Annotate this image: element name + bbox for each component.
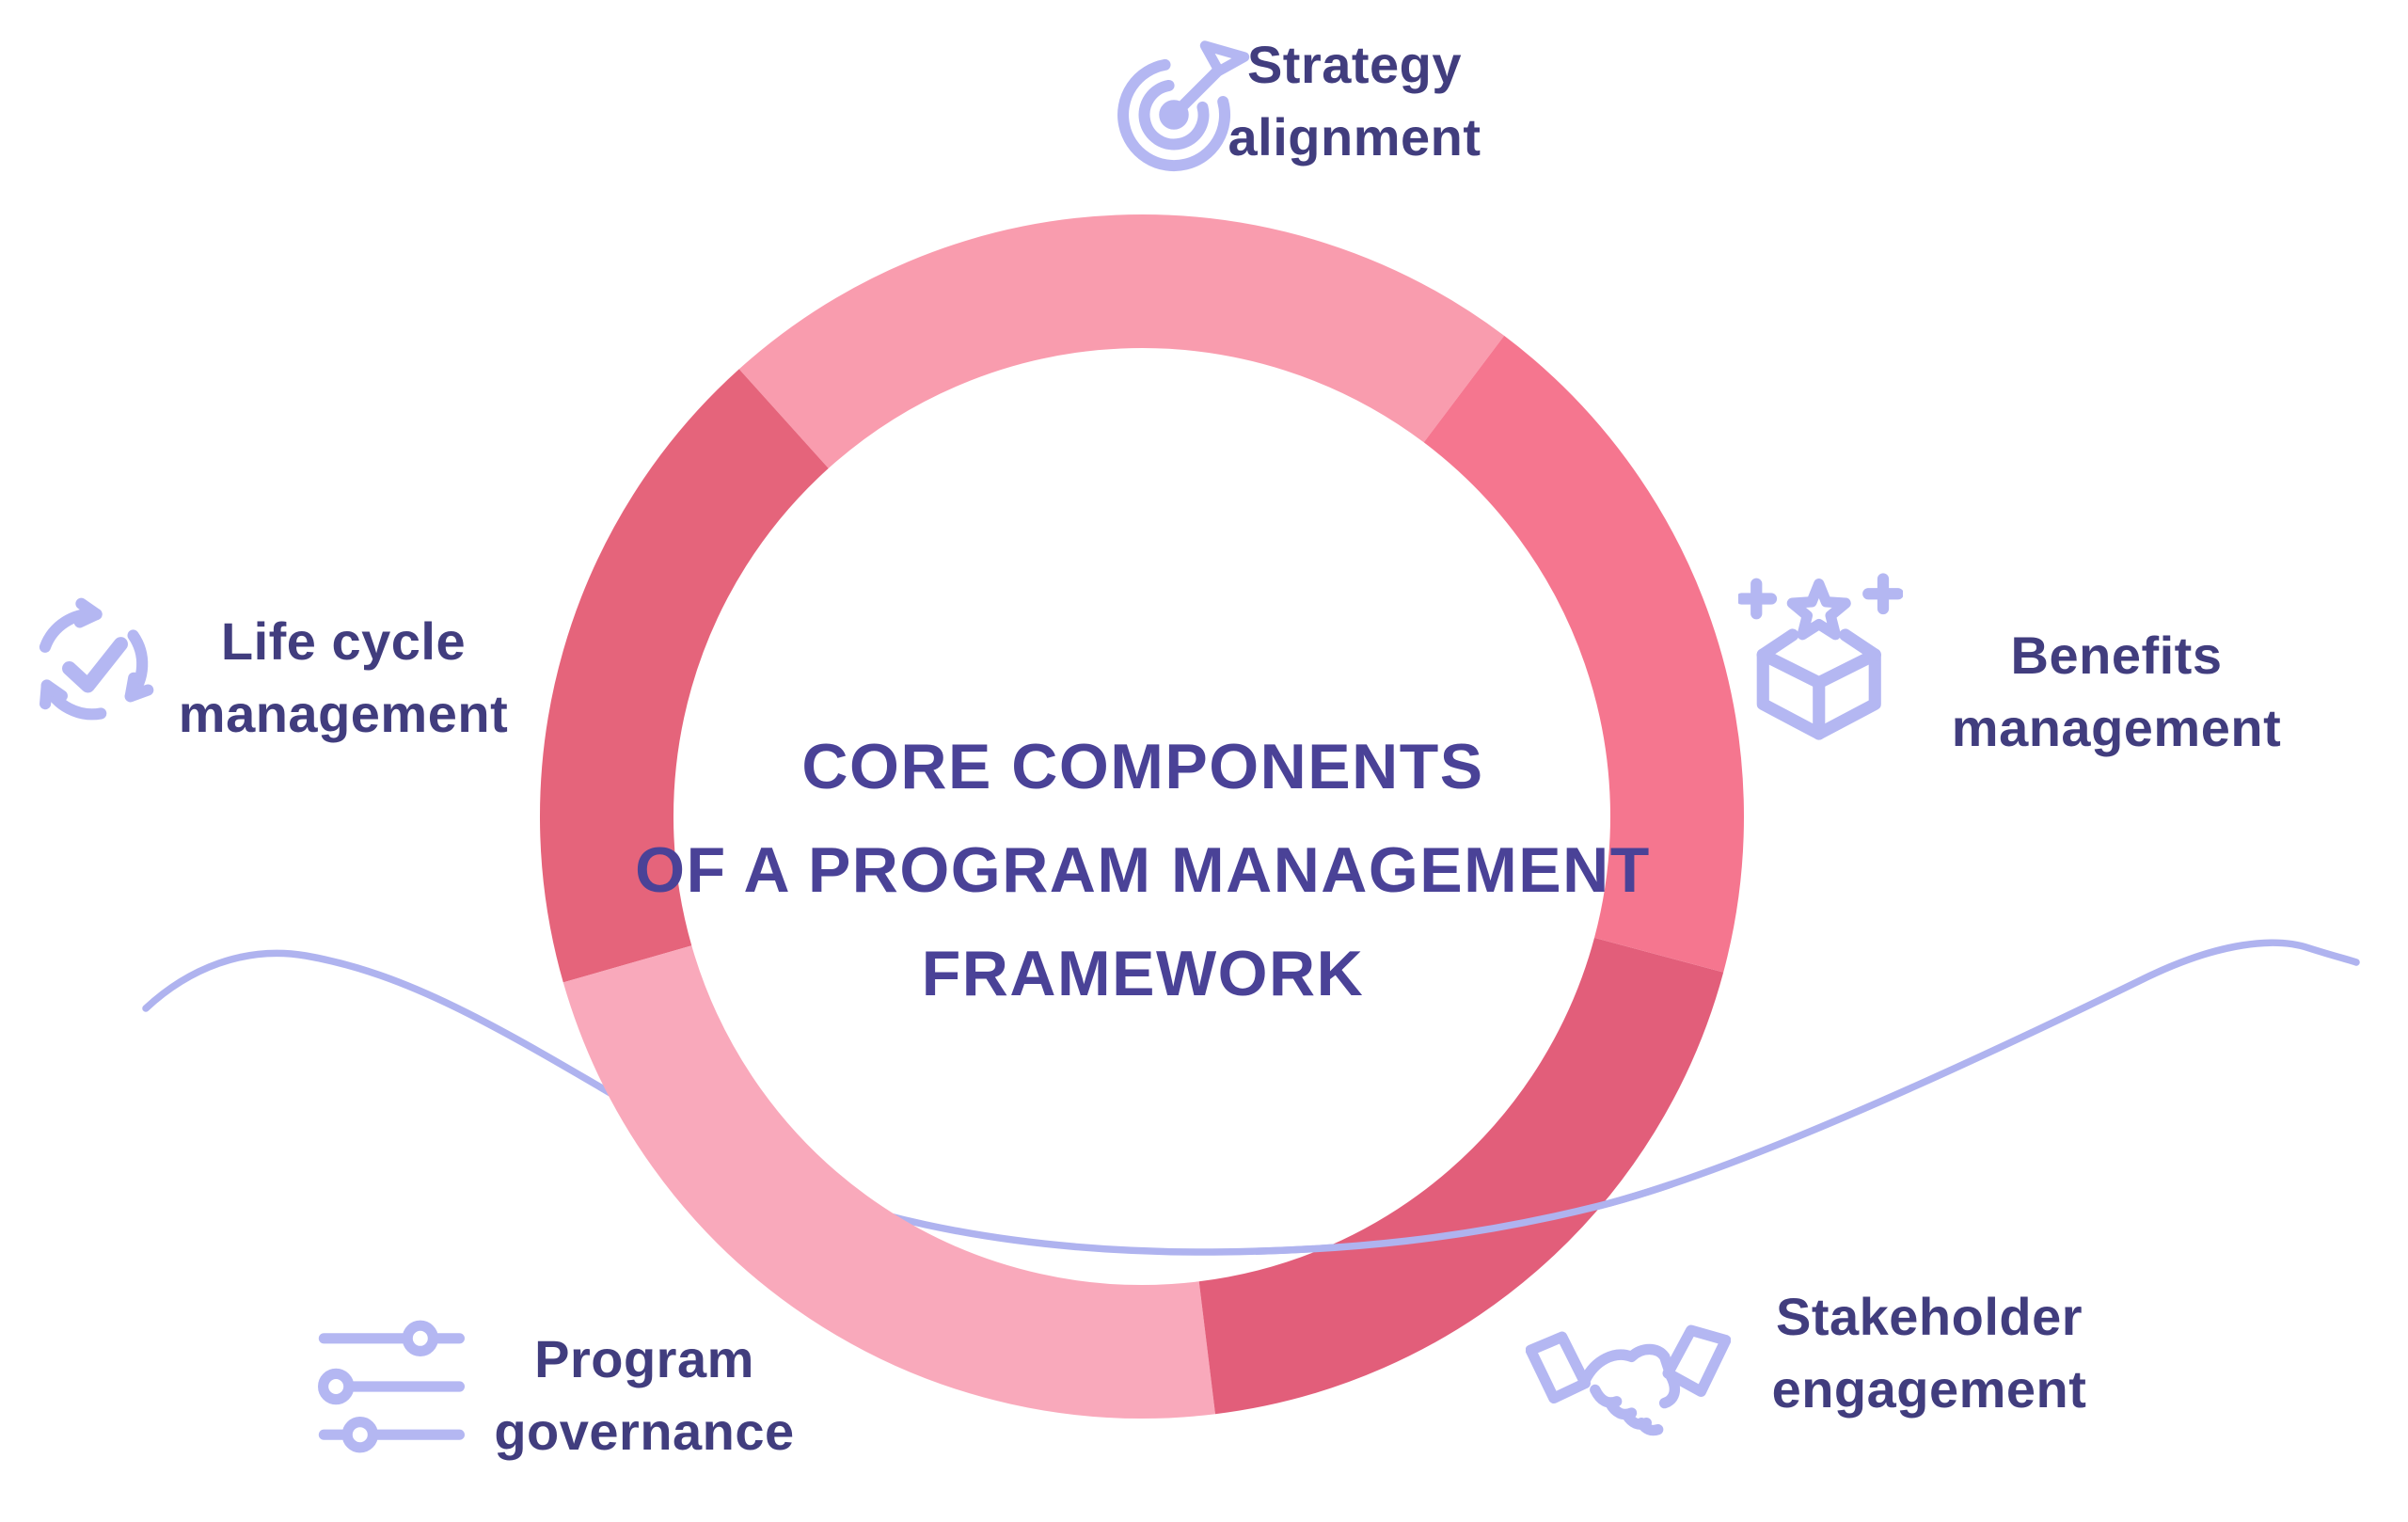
label-text: Stakeholder engagement xyxy=(1771,1287,2087,1419)
label-text: Strategy alignment xyxy=(1228,35,1481,166)
cycle-check-icon xyxy=(39,597,154,721)
page-title-line-1: CORE COMPONENTS xyxy=(801,731,1484,802)
page-title-line-2: OF A PROGRAM MANAGEMENT xyxy=(635,834,1651,906)
ring-segment-stakeholder-engagement xyxy=(1198,937,1724,1415)
label-text: Life cycle management xyxy=(178,611,509,743)
ring-segment-benefits-management xyxy=(1423,335,1744,973)
sliders-icon xyxy=(318,1320,465,1453)
decorative-wave-line-overlay xyxy=(1256,1181,1670,1255)
page-title: CORE COMPONENTS OF A PROGRAM MANAGEMENT … xyxy=(626,715,1660,1025)
donut-ring xyxy=(540,214,1744,1419)
gift-box-star-icon xyxy=(1738,573,1903,740)
label-text: Program governance xyxy=(494,1329,795,1461)
page-title-line-3: FRAMEWORK xyxy=(921,938,1365,1009)
label-text: Benefits management xyxy=(1951,626,2282,757)
ring-segment-program-governance xyxy=(562,944,1215,1419)
ring-segment-life-cycle-management xyxy=(540,369,830,983)
handshake-icon xyxy=(1526,1324,1731,1436)
ring-segment-strategy-alignment xyxy=(738,214,1505,469)
target-arrow-icon xyxy=(1117,40,1250,171)
